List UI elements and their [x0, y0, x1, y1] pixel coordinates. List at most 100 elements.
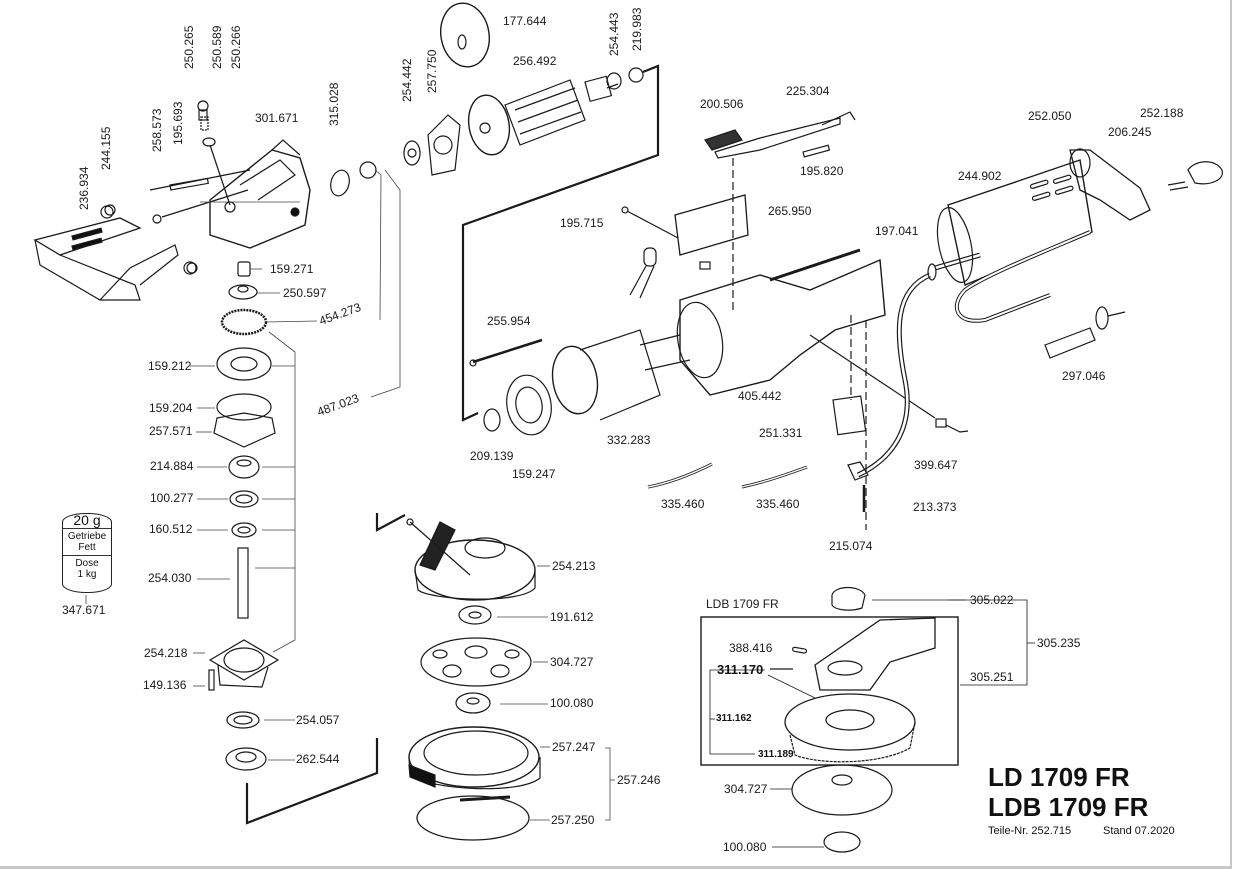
part-label: 197.041 — [875, 224, 919, 238]
part-label: 262.544 — [296, 752, 340, 766]
part-label: 256.492 — [513, 54, 557, 68]
carbon-brush-part — [935, 418, 947, 428]
o-ring-part — [330, 169, 350, 197]
part-label: 252.188 — [1140, 106, 1184, 120]
part-label: 332.283 — [607, 433, 651, 447]
part-label: 160.512 — [149, 522, 193, 536]
part-label: 399.647 — [914, 458, 958, 472]
part-label: 213.373 — [913, 500, 957, 514]
part-label: 250.597 — [283, 286, 327, 300]
part-label: 304.727 — [550, 655, 594, 669]
grease-weight: 20 g — [73, 512, 101, 528]
part-label: 252.050 — [1028, 109, 1072, 123]
screw-part — [472, 338, 543, 364]
part-label: 214.884 — [150, 459, 194, 473]
motor-housing-part — [676, 248, 936, 419]
part-label: 257.246 — [617, 773, 661, 787]
part-label: 236.934 — [77, 166, 91, 210]
part-label: 305.251 — [970, 670, 1014, 684]
grease-line3: Dose — [75, 558, 99, 569]
electronic-module-part — [621, 194, 749, 299]
part-label: 305.235 — [1037, 636, 1081, 650]
grease-line2: Fett — [78, 542, 96, 553]
part-label: 257.571 — [149, 424, 193, 438]
part-label: 219.983 — [630, 7, 644, 51]
part-label: 254.443 — [607, 12, 621, 56]
part-label: 159.247 — [512, 467, 556, 481]
clip-part — [1187, 161, 1223, 185]
leader-lines-guard — [497, 565, 615, 821]
part-label: 159.212 — [148, 359, 192, 373]
plug-part — [1044, 327, 1096, 359]
part-label: 250.589 — [210, 25, 224, 69]
pinion-part — [359, 161, 377, 179]
grease-part-label: 347.671 — [62, 603, 106, 617]
part-label: 250.265 — [182, 25, 196, 69]
side-handle-part — [33, 205, 197, 301]
part-label: 304.727 — [724, 782, 768, 796]
part-label: 100.080 — [723, 840, 767, 854]
part-label: 244.155 — [99, 126, 113, 170]
armature-part — [467, 67, 644, 156]
part-label: 100.080 — [550, 696, 594, 710]
part-label: 195.693 — [171, 101, 185, 145]
part-label: 305.022 — [970, 593, 1014, 607]
part-label: 200.506 — [700, 97, 744, 111]
part-label: 311.170 — [717, 662, 764, 677]
part-label: 159.204 — [149, 401, 193, 415]
part-label: 254.057 — [296, 713, 340, 727]
part-label: 191.612 — [550, 610, 594, 624]
gearbox-stack-parts — [208, 261, 280, 771]
part-label: 255.954 — [487, 314, 531, 328]
part-label: 254.030 — [148, 571, 192, 585]
model-title-2: LDB 1709 FR — [988, 792, 1149, 822]
field-coil-part — [551, 329, 691, 421]
dust-guard-parts — [406, 518, 541, 841]
bearing-small-part — [483, 408, 501, 432]
washer-part — [506, 374, 552, 436]
part-label: 311.189 — [758, 749, 794, 760]
cable-clamp-part — [847, 461, 869, 481]
part-label: 159.271 — [270, 262, 314, 276]
leader-lines — [85, 169, 401, 761]
switch-part — [832, 395, 867, 436]
part-label: 335.460 — [661, 497, 705, 511]
inset-title: LDB 1709 FR — [706, 597, 779, 611]
part-label: 215.074 — [829, 539, 873, 553]
insulation-tube-a — [647, 462, 713, 489]
gear-wheel-part — [440, 2, 490, 68]
assembly-brackets — [245, 64, 660, 825]
parts-number: Teile-Nr. 252.715 — [988, 825, 1072, 837]
part-label: 195.715 — [560, 216, 604, 230]
tube-part — [947, 159, 1093, 286]
part-label: 195.820 — [800, 164, 844, 178]
gear-housing-part — [104, 100, 311, 274]
part-label: 100.277 — [150, 491, 194, 505]
part-label: 257.750 — [425, 49, 439, 93]
part-label: 177.644 — [503, 14, 547, 28]
part-label: 254.213 — [552, 559, 596, 573]
bearing-part — [403, 140, 421, 166]
part-label: 250.266 — [229, 25, 243, 69]
part-label: 301.671 — [255, 111, 299, 125]
part-label: 405.442 — [738, 389, 782, 403]
part-label: 265.950 — [768, 204, 812, 218]
switch-slider-parts — [704, 111, 856, 310]
part-label: 225.304 — [786, 84, 830, 98]
part-label: 297.046 — [1062, 369, 1106, 383]
part-label: 251.331 — [759, 426, 803, 440]
part-label: 206.245 — [1108, 125, 1152, 139]
part-label: 254.218 — [144, 646, 188, 660]
grease-line1: Getriebe — [67, 531, 107, 542]
model-title-1: LD 1709 FR — [988, 762, 1130, 792]
part-label: 388.416 — [729, 641, 773, 655]
cable-and-plug-part — [856, 148, 1223, 478]
part-label: 209.139 — [470, 449, 514, 463]
revision-date: Stand 07.2020 — [1103, 825, 1175, 837]
part-label: 254.442 — [400, 58, 414, 102]
grease-line4: 1 kg — [77, 569, 97, 580]
inset-frame — [700, 586, 1035, 853]
part-label: 311.162 — [716, 713, 752, 724]
